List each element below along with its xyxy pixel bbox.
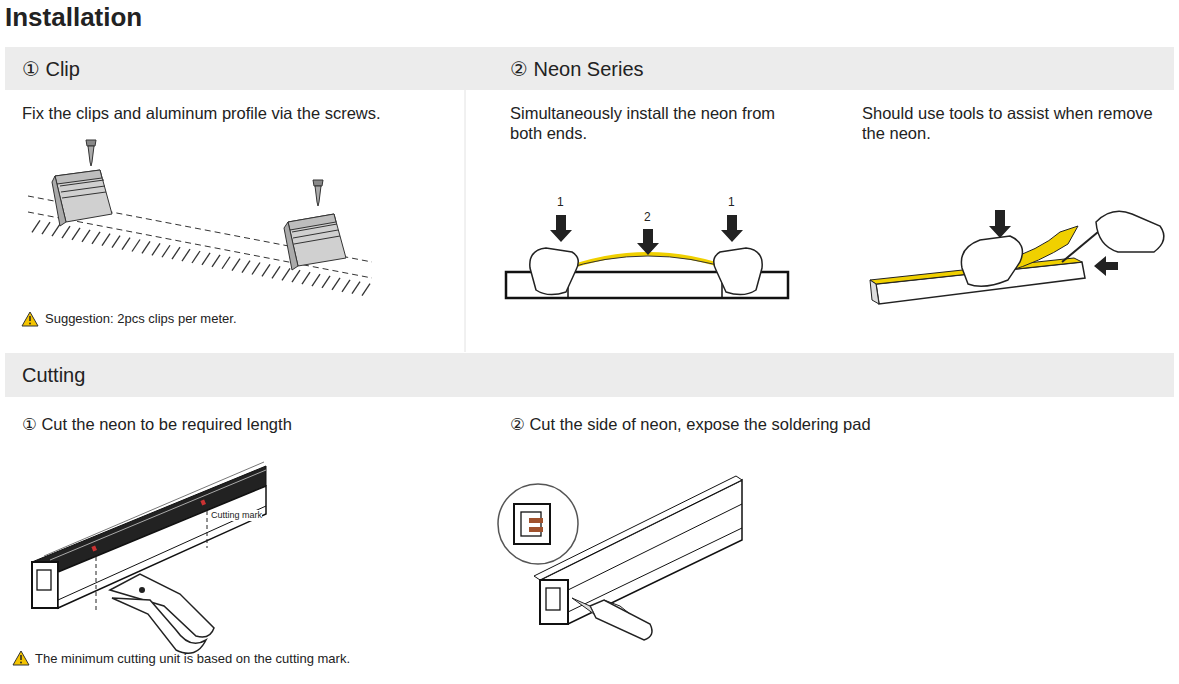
panel-divider	[465, 90, 466, 352]
warning-note: The minimum cutting unit is based on the…	[35, 651, 350, 667]
hatch-stroke	[212, 255, 220, 267]
instruction-text: ② Cut the side of neon, expose the solde…	[510, 415, 871, 435]
hatch-stroke	[42, 222, 50, 234]
callout-number: 1	[557, 195, 564, 209]
hatch-stroke	[362, 284, 370, 296]
section-header-band: ② Neon Series	[465, 47, 1174, 90]
instruction-text: ① Cut the neon to be required length	[22, 415, 292, 435]
hatch-stroke	[32, 220, 40, 232]
section-header-band: ① Clip	[5, 47, 465, 90]
soldering-illustration	[498, 476, 742, 640]
section-header-band: Cutting	[5, 353, 1174, 397]
section-heading: ② Neon Series	[510, 57, 644, 81]
hatch-stroke	[322, 276, 330, 288]
callout-number: 2	[644, 210, 651, 224]
hatch-stroke	[312, 274, 320, 286]
hatch-stroke	[102, 234, 110, 246]
hatch-stroke	[152, 243, 160, 255]
section-heading: Cutting	[22, 364, 85, 387]
section-heading: ① Clip	[22, 57, 80, 81]
hatch-stroke	[282, 268, 290, 280]
hatch-stroke	[82, 230, 90, 242]
hatch-stroke	[332, 278, 340, 290]
neon-removal-illustration	[870, 210, 1164, 304]
hatch-stroke	[292, 270, 300, 282]
hatch-stroke	[272, 266, 280, 278]
hatch-stroke	[342, 280, 350, 292]
instruction-text: Should use tools to assist when remove t…	[862, 104, 1162, 144]
instruction-text: Simultaneously install the neon from bot…	[510, 104, 810, 144]
hatch-stroke	[202, 253, 210, 265]
instruction-text: Fix the clips and aluminum profile via t…	[22, 104, 381, 124]
hatch-stroke	[182, 249, 190, 261]
neon-install-illustration	[506, 215, 788, 298]
hatch-stroke	[222, 257, 230, 269]
hatch-stroke	[142, 241, 150, 253]
hatch-stroke	[192, 251, 200, 263]
hatch-stroke	[62, 226, 70, 238]
hatch-stroke	[132, 239, 140, 251]
cutting-mark-label: Cutting mark	[211, 510, 262, 521]
hatch-stroke	[242, 261, 250, 273]
hatch-stroke	[262, 264, 270, 276]
hatch-stroke	[112, 236, 120, 248]
hatch-stroke	[92, 232, 100, 244]
clip-illustration	[22, 140, 372, 326]
hatch-stroke	[352, 282, 360, 294]
warning-note: Suggestion: 2pcs clips per meter.	[45, 311, 237, 327]
hatch-stroke	[172, 247, 180, 259]
hatch-stroke	[302, 272, 310, 284]
hatch-stroke	[122, 238, 130, 250]
hatch-stroke	[252, 263, 260, 275]
warning-icon	[13, 651, 29, 665]
callout-number: 1	[728, 195, 735, 209]
hatch-stroke	[232, 259, 240, 271]
cutting-illustration	[32, 462, 266, 653]
hatch-stroke	[162, 245, 170, 257]
page-title: Installation	[5, 2, 142, 33]
hatch-stroke	[52, 224, 60, 236]
hatch-stroke	[72, 228, 80, 240]
